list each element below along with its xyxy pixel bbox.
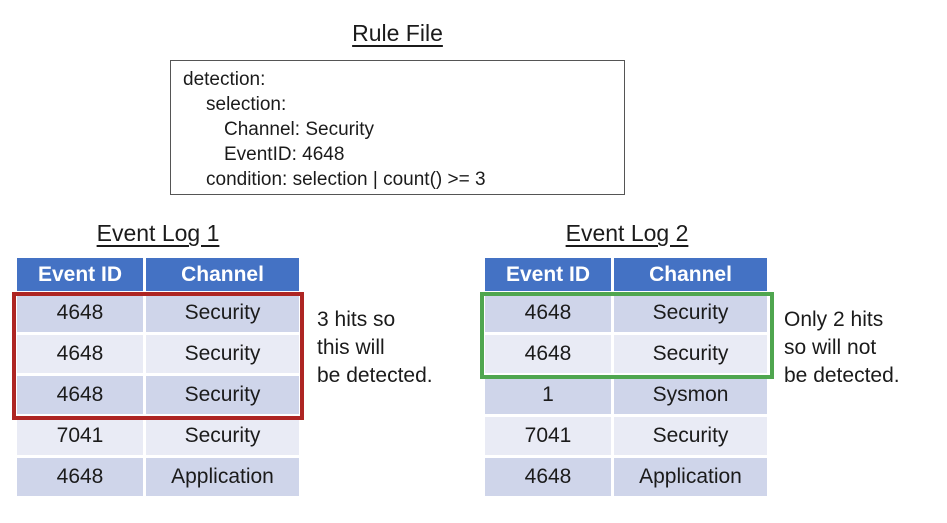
event-log-1-header-channel: Channel bbox=[146, 258, 299, 291]
event-log-1-table: Event ID Channel 4648 Security 4648 Secu… bbox=[17, 258, 299, 496]
table-cell: Security bbox=[614, 417, 767, 455]
event-log-2-title: Event Log 2 bbox=[565, 220, 689, 246]
rule-file-title: Rule File bbox=[352, 20, 443, 46]
table-cell: Security bbox=[146, 417, 299, 455]
event-log-2-caption: Only 2 hits so will not be detected. bbox=[784, 306, 944, 390]
table-cell: Security bbox=[146, 294, 299, 332]
table-cell: 7041 bbox=[17, 417, 143, 455]
rule-line-condition: condition: selection | count() >= 3 bbox=[206, 169, 486, 190]
table-cell: Security bbox=[146, 376, 299, 414]
table-cell: 1 bbox=[485, 376, 611, 414]
table-cell: Application bbox=[614, 458, 767, 496]
caption-line: be detected. bbox=[317, 364, 433, 387]
table-cell: 4648 bbox=[485, 294, 611, 332]
table-cell: 4648 bbox=[17, 376, 143, 414]
event-log-1-caption: 3 hits so this will be detected. bbox=[317, 306, 482, 390]
rule-line-channel: Channel: Security bbox=[224, 119, 374, 140]
rule-line-detection: detection: bbox=[183, 69, 266, 90]
event-log-2-header-event-id: Event ID bbox=[485, 258, 611, 291]
caption-line: be detected. bbox=[784, 364, 900, 387]
rule-line-selection: selection: bbox=[206, 94, 287, 115]
caption-line: 3 hits so bbox=[317, 308, 396, 331]
event-log-1-header-event-id: Event ID bbox=[17, 258, 143, 291]
table-cell: 4648 bbox=[17, 335, 143, 373]
table-cell: Security bbox=[614, 335, 767, 373]
table-cell: Sysmon bbox=[614, 376, 767, 414]
rule-line-eventid: EventID: 4648 bbox=[224, 144, 345, 165]
event-log-1-title: Event Log 1 bbox=[96, 220, 220, 246]
caption-line: this will bbox=[317, 336, 385, 359]
table-cell: Application bbox=[146, 458, 299, 496]
table-cell: 4648 bbox=[17, 458, 143, 496]
table-cell: 4648 bbox=[485, 335, 611, 373]
table-cell: Security bbox=[614, 294, 767, 332]
caption-line: Only 2 hits bbox=[784, 308, 884, 331]
caption-line: so will not bbox=[784, 336, 877, 359]
event-log-2-header-channel: Channel bbox=[614, 258, 767, 291]
event-log-2-table: Event ID Channel 4648 Security 4648 Secu… bbox=[485, 258, 767, 496]
table-cell: 4648 bbox=[485, 458, 611, 496]
table-cell: Security bbox=[146, 335, 299, 373]
rule-file-code-box: detection: selection: Channel: Security … bbox=[170, 60, 625, 195]
table-cell: 7041 bbox=[485, 417, 611, 455]
table-cell: 4648 bbox=[17, 294, 143, 332]
